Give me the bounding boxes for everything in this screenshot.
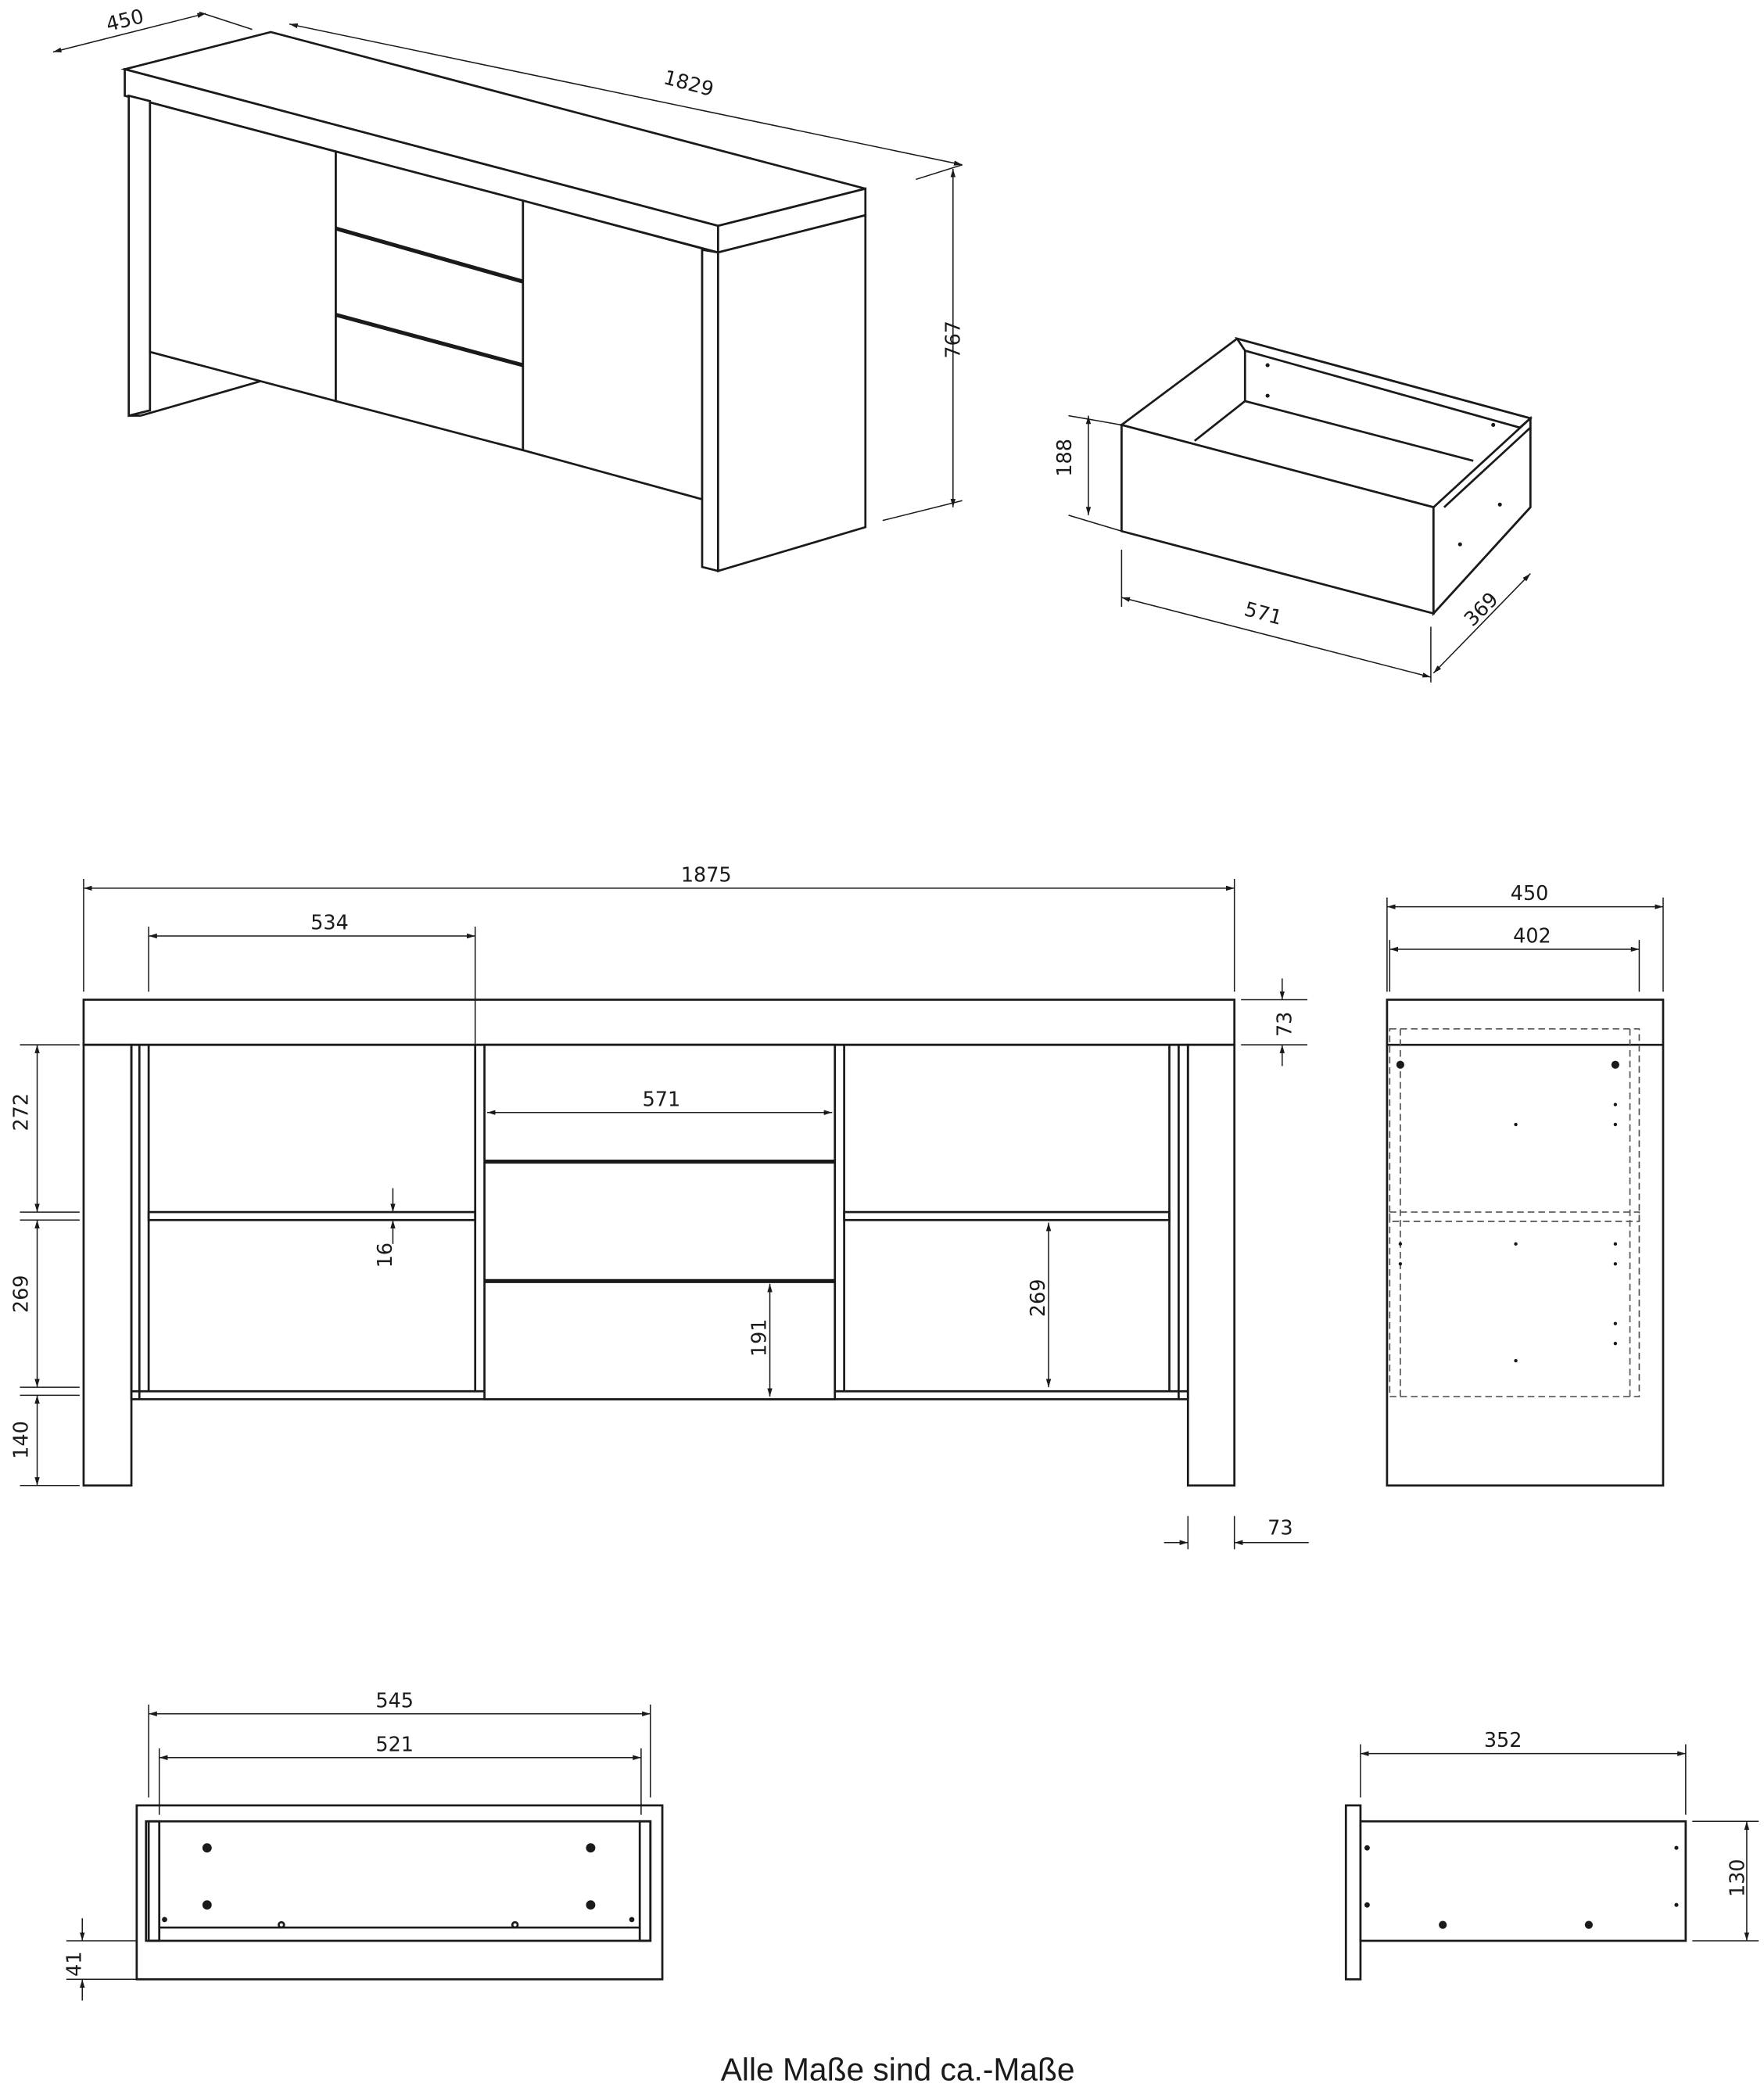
dim-drawer-height-188: 188 <box>1053 439 1077 477</box>
dim-drawer-width-571: 571 <box>1242 597 1285 630</box>
drawer-side-view: 352 130 <box>1344 1729 1759 1981</box>
dim-width-1829: 1829 <box>661 66 715 102</box>
dim-depth-450: 450 <box>104 5 146 37</box>
dim-drawer-height-130: 130 <box>1726 1859 1750 1897</box>
dim-shelf-16: 16 <box>374 1243 397 1268</box>
dim-side-depth-450: 450 <box>1511 882 1549 905</box>
dim-drawer-bottom-41: 41 <box>63 1951 87 1976</box>
dim-drawer-inner-521: 521 <box>375 1733 414 1756</box>
dim-drawer-outer-545: 545 <box>375 1689 414 1712</box>
side-view: 450 402 <box>1386 882 1665 1487</box>
dim-side-inner-402: 402 <box>1513 924 1551 948</box>
dim-height-767: 767 <box>941 321 965 359</box>
dim-drawer-length-352: 352 <box>1484 1729 1522 1752</box>
dim-top-73: 73 <box>1274 1012 1297 1037</box>
dim-door-width-534: 534 <box>310 912 349 935</box>
dim-drawer-depth-369: 369 <box>1460 588 1504 632</box>
dim-leg-width-73: 73 <box>1267 1517 1293 1540</box>
dim-lower-269: 269 <box>10 1275 34 1314</box>
perspective-cabinet: 450 1829 767 <box>52 5 965 573</box>
front-view: 1875 534 571 73 272 269 140 16 191 269 7… <box>10 863 1309 1550</box>
dim-drawer-width-571: 571 <box>643 1088 681 1111</box>
dim-upper-272: 272 <box>10 1093 34 1131</box>
dim-bottom-drawer-191: 191 <box>748 1319 771 1357</box>
dim-right-269: 269 <box>1027 1279 1050 1318</box>
drawer-front-view: 545 521 41 <box>63 1689 664 2001</box>
dim-total-width-1875: 1875 <box>681 863 732 887</box>
dim-leg-140: 140 <box>10 1421 34 1459</box>
perspective-drawer: 188 571 369 <box>1053 336 1533 683</box>
footer-note: Alle Maße sind ca.-Maße <box>721 2051 1075 2087</box>
